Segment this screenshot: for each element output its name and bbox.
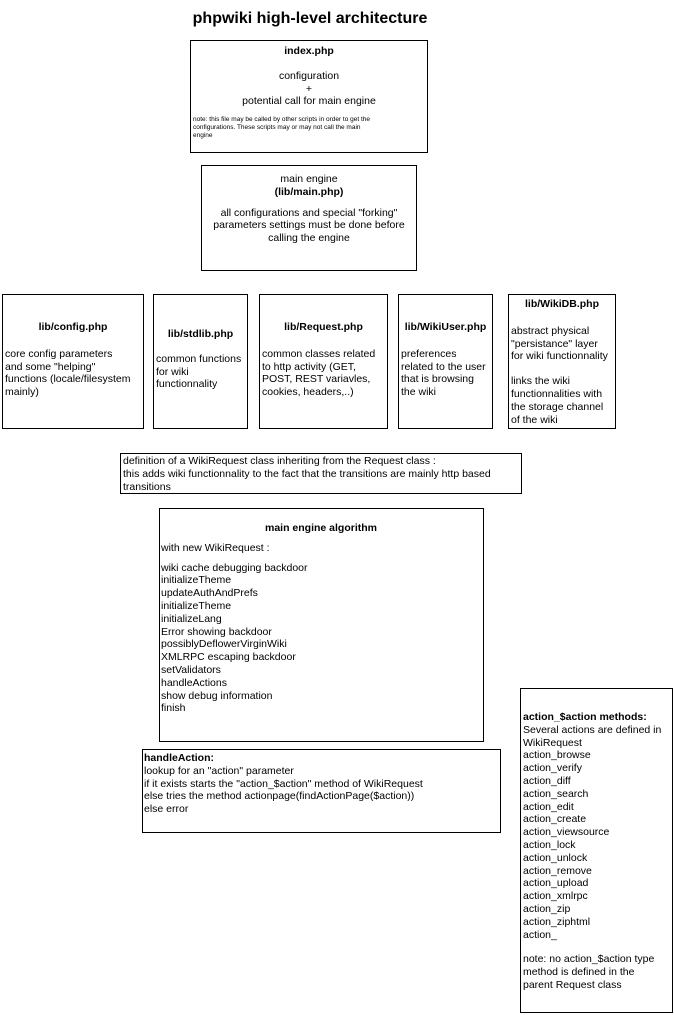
algorithm-step: show debug information bbox=[161, 689, 273, 702]
action-methods-line: action_zip bbox=[523, 902, 571, 915]
action-methods-line: action_ bbox=[523, 928, 557, 941]
algorithm-intro: with new WikiRequest : bbox=[161, 541, 270, 554]
wikidb-php-desc-line: of the wiki bbox=[511, 413, 558, 426]
diagram-title: phpwiki high-level architecture bbox=[192, 10, 428, 27]
main-engine-desc-line: parameters settings must be done before bbox=[213, 219, 405, 232]
handle-action-line: else tries the method actionpage(findAct… bbox=[144, 790, 415, 803]
action-methods-line: action_diff bbox=[523, 774, 571, 787]
main-engine-box: main engine (lib/main.php) all configura… bbox=[201, 165, 417, 271]
config-php-desc-line: functions (locale/filesystem bbox=[5, 373, 131, 386]
index-php-line1: configuration bbox=[278, 69, 340, 82]
action-methods-line: action_remove bbox=[523, 864, 592, 877]
wikidb-php-desc-line: "persistance" layer bbox=[511, 337, 598, 350]
wikidb-php-desc-line: abstract physical bbox=[511, 324, 590, 337]
wikiuser-php-desc-line: preferences bbox=[401, 347, 457, 360]
main-engine-desc-line: calling the engine bbox=[268, 232, 350, 245]
algorithm-step: initializeLang bbox=[161, 612, 222, 625]
handle-action-line: if it exists starts the "action_$action"… bbox=[144, 777, 423, 790]
wikiuser-php-desc-line: that is browsing bbox=[401, 373, 474, 386]
wikiuser-php-desc-line: the wiki bbox=[401, 386, 437, 399]
stdlib-php-box: lib/stdlib.php common functions for wiki… bbox=[153, 294, 248, 429]
config-php-desc-line: and some "helping" bbox=[5, 360, 96, 373]
action-methods-line: action_lock bbox=[523, 838, 576, 851]
action-methods-line: action_xmlrpc bbox=[523, 890, 588, 903]
index-php-note-line: note: this file may be called by other s… bbox=[193, 116, 371, 124]
request-php-desc-line: cookies, headers,..) bbox=[262, 386, 354, 399]
request-php-box: lib/Request.php common classes related t… bbox=[259, 294, 388, 429]
action-methods-note-line: note: no action_$action type bbox=[523, 953, 655, 966]
action-methods-note-line: parent Request class bbox=[523, 978, 622, 991]
action-methods-line: action_edit bbox=[523, 800, 574, 813]
request-php-heading: lib/Request.php bbox=[284, 321, 363, 333]
wikidb-php-desc-line: links the wiki bbox=[511, 375, 570, 388]
action-methods-line: action_browse bbox=[523, 749, 591, 762]
config-php-heading: lib/config.php bbox=[38, 321, 108, 333]
definition-line: this adds wiki functionnality to the fac… bbox=[123, 467, 491, 480]
config-php-desc-line: core config parameters bbox=[5, 347, 113, 360]
request-php-desc-line: common classes related bbox=[262, 347, 376, 360]
action-methods-line: action_unlock bbox=[523, 851, 588, 864]
algorithm-step: Error showing backdoor bbox=[161, 625, 272, 638]
action-methods-box: action_$action methods: Several actions … bbox=[520, 688, 673, 1013]
stdlib-php-desc-line: for wiki bbox=[156, 365, 189, 378]
index-php-note-line: engine bbox=[193, 132, 213, 140]
algorithm-step: updateAuthAndPrefs bbox=[161, 587, 258, 600]
index-php-box: index.php configuration + potential call… bbox=[190, 40, 428, 153]
handle-action-line: lookup for an "action" parameter bbox=[144, 764, 294, 777]
request-php-desc-line: to http activity (GET, bbox=[262, 360, 356, 373]
stdlib-php-desc-line: common functions bbox=[156, 352, 242, 365]
main-engine-algorithm-box: main engine algorithm with new WikiReque… bbox=[159, 508, 484, 742]
config-php-box: lib/config.php core config parameters an… bbox=[2, 294, 144, 429]
main-engine-heading: (lib/main.php) bbox=[274, 185, 344, 198]
definition-line: transitions bbox=[123, 480, 171, 493]
index-php-note-line: configurations. These scripts may or may… bbox=[193, 124, 361, 132]
action-methods-note-line: method is defined in the bbox=[523, 966, 635, 979]
index-php-line3: potential call for main engine bbox=[242, 95, 376, 108]
definition-line: definition of a WikiRequest class inheri… bbox=[123, 455, 436, 467]
main-engine-desc-line: all configurations and special "forking" bbox=[220, 206, 398, 219]
request-php-desc-line: POST, REST variavles, bbox=[262, 373, 371, 386]
index-php-heading: index.php bbox=[284, 45, 334, 57]
action-methods-heading: action_$action methods: bbox=[523, 711, 647, 723]
wikiuser-php-box: lib/WikiUser.php preferences related to … bbox=[398, 294, 493, 429]
wikiuser-php-desc-line: related to the user bbox=[401, 360, 486, 373]
wikidb-php-desc-line: the storage channel bbox=[511, 400, 604, 413]
main-engine-line1: main engine bbox=[280, 173, 338, 185]
wikiuser-php-heading: lib/WikiUser.php bbox=[404, 321, 487, 333]
wikidb-php-box: lib/WikiDB.php abstract physical "persis… bbox=[508, 294, 616, 429]
action-methods-line: action_create bbox=[523, 813, 587, 826]
handle-action-line: else error bbox=[144, 803, 189, 816]
handle-action-box: handleAction: lookup for an "action" par… bbox=[142, 749, 501, 833]
wikirequest-definition-box: definition of a WikiRequest class inheri… bbox=[120, 453, 522, 494]
algorithm-step: setValidators bbox=[161, 663, 221, 676]
wikidb-php-heading: lib/WikiDB.php bbox=[525, 298, 599, 310]
algorithm-step: XMLRPC escaping backdoor bbox=[161, 651, 296, 664]
stdlib-php-desc-line: functionnality bbox=[156, 378, 218, 391]
algorithm-step: handleActions bbox=[161, 676, 227, 689]
action-methods-line: action_viewsource bbox=[523, 826, 610, 839]
stdlib-php-heading: lib/stdlib.php bbox=[167, 328, 234, 340]
action-methods-line: action_upload bbox=[523, 877, 589, 890]
action-methods-line: action_verify bbox=[523, 762, 582, 775]
algorithm-step: initializeTheme bbox=[161, 599, 232, 612]
algorithm-step: initializeTheme bbox=[161, 574, 232, 587]
action-methods-line: action_search bbox=[523, 787, 589, 800]
handle-action-heading: handleAction: bbox=[144, 752, 214, 764]
algorithm-step: wiki cache debugging backdoor bbox=[161, 561, 308, 574]
algorithm-heading: main engine algorithm bbox=[264, 522, 377, 534]
algorithm-step: possiblyDeflowerVirginWiki bbox=[161, 638, 287, 651]
action-methods-line: Several actions are defined in bbox=[523, 723, 662, 736]
action-methods-line: WikiRequest bbox=[523, 736, 582, 749]
action-methods-line: action_ziphtml bbox=[523, 915, 591, 928]
wikidb-php-desc-line: functionnalities with bbox=[511, 387, 603, 400]
algorithm-step: finish bbox=[161, 702, 186, 715]
index-php-line2: + bbox=[305, 82, 313, 95]
wikidb-php-desc-line: for wiki functionnality bbox=[511, 350, 608, 363]
config-php-desc-line: mainly) bbox=[5, 386, 39, 399]
